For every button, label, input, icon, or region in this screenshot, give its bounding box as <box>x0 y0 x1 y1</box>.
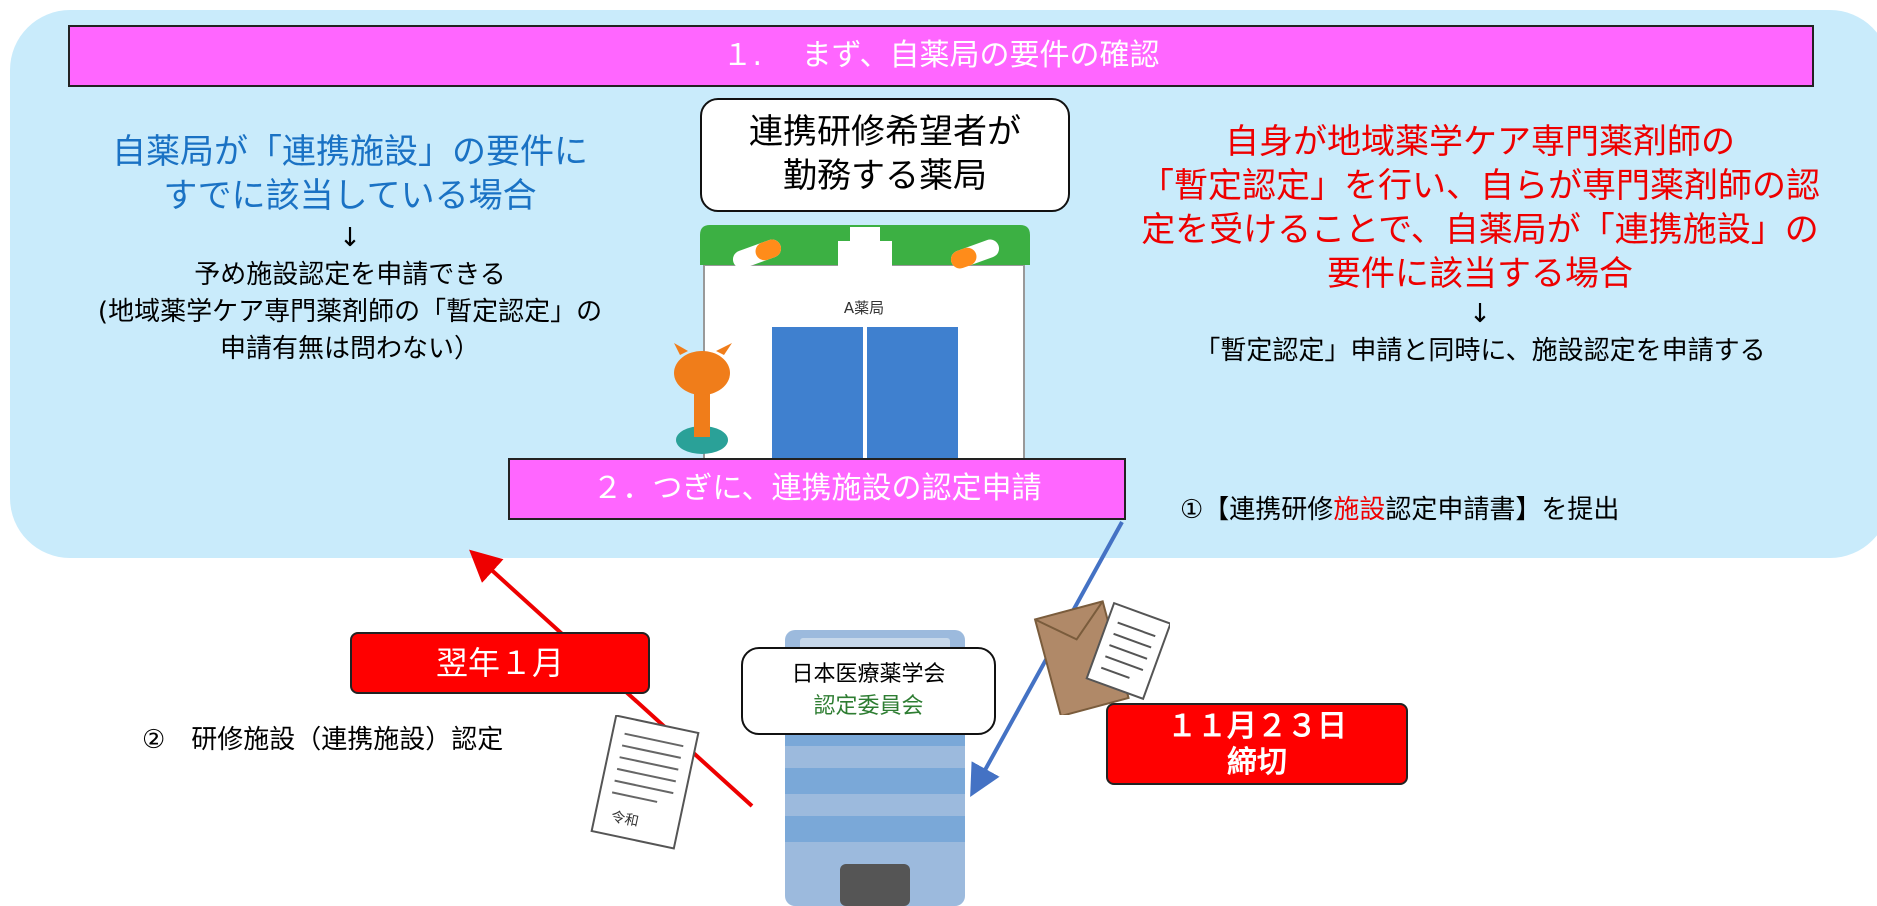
submit-suffix: 認定申請書】を提出 <box>1385 495 1620 525</box>
pharmacy-callout-line-2: 勤務する薬局 <box>783 156 987 196</box>
envelope-icon <box>1033 600 1170 715</box>
left-case-body-2: (地域薬学ケア専門薬剤師の「暫定認定」の <box>97 297 603 327</box>
right-case-arrow: ↓ <box>1469 299 1491 329</box>
left-case-heading-1: 自薬局が「連携施設」の要件に <box>112 132 588 172</box>
committee-callout: 日本医療薬学会 認定委員会 <box>741 647 996 735</box>
mascot-icon <box>674 343 732 454</box>
pharmacy-callout-line-1: 連携研修希望者が <box>749 112 1021 152</box>
certificate-stamp: 令和 <box>609 809 640 830</box>
approval-label: ② 研修施設（連携施設）認定 <box>142 725 504 755</box>
pharmacy-sign: A薬局 <box>844 299 884 317</box>
right-case-heading-2: 「暫定認定」を行い、自らが専門薬剤師の認 <box>1140 166 1820 206</box>
left-case-heading-2: すでに該当している場合 <box>163 176 537 216</box>
right-case-body-1: 「暫定認定」申請と同時に、施設認定を申請する <box>1194 336 1766 366</box>
submit-prefix: ①【連携研修 <box>1180 495 1334 525</box>
certificate-icon: 令和 <box>590 715 700 850</box>
pharmacy-illustration: A薬局 <box>674 225 1030 471</box>
deadline-text: 締切 <box>1227 745 1287 780</box>
committee-name: 日本医療薬学会 <box>791 662 946 687</box>
step1-banner: １. まず、自薬局の要件の確認 <box>68 25 1814 87</box>
right-case: 自身が地域薬学ケア専門薬剤師の 「暫定認定」を行い、自らが専門薬剤師の認 定を受… <box>1100 120 1860 370</box>
left-case-body-3: 申請有無は問わない） <box>219 334 480 364</box>
submit-application-text: ①【連携研修施設認定申請書】を提出 <box>1180 492 1619 528</box>
left-case-body-1: 予め施設認定を申請できる <box>194 260 506 290</box>
submit-highlight: 施設 <box>1333 495 1386 525</box>
pharmacy-callout: 連携研修希望者が 勤務する薬局 <box>700 98 1070 212</box>
capsule-icon <box>950 239 1000 269</box>
right-case-heading-3: 定を受けることで、自薬局が「連携施設」の <box>1141 210 1819 250</box>
january-label: 翌年１月 <box>350 632 650 694</box>
deadline-label: １１月２３日 締切 <box>1106 703 1408 785</box>
deadline-date: １１月２３日 <box>1167 709 1347 744</box>
committee-subname: 認定委員会 <box>813 694 924 719</box>
pharmacy-cross-icon <box>838 227 892 281</box>
left-case-arrow: ↓ <box>339 223 361 253</box>
left-case: 自薬局が「連携施設」の要件に すでに該当している場合 ↓ 予め施設認定を申請でき… <box>20 130 680 368</box>
step2-banner: ２．つぎに、連携施設の認定申請 <box>508 458 1126 520</box>
right-case-heading-4: 要件に該当する場合 <box>1327 254 1633 294</box>
document-icon <box>1085 601 1170 701</box>
capsule-icon <box>732 239 782 269</box>
right-case-heading-1: 自身が地域薬学ケア専門薬剤師の <box>1225 122 1735 162</box>
